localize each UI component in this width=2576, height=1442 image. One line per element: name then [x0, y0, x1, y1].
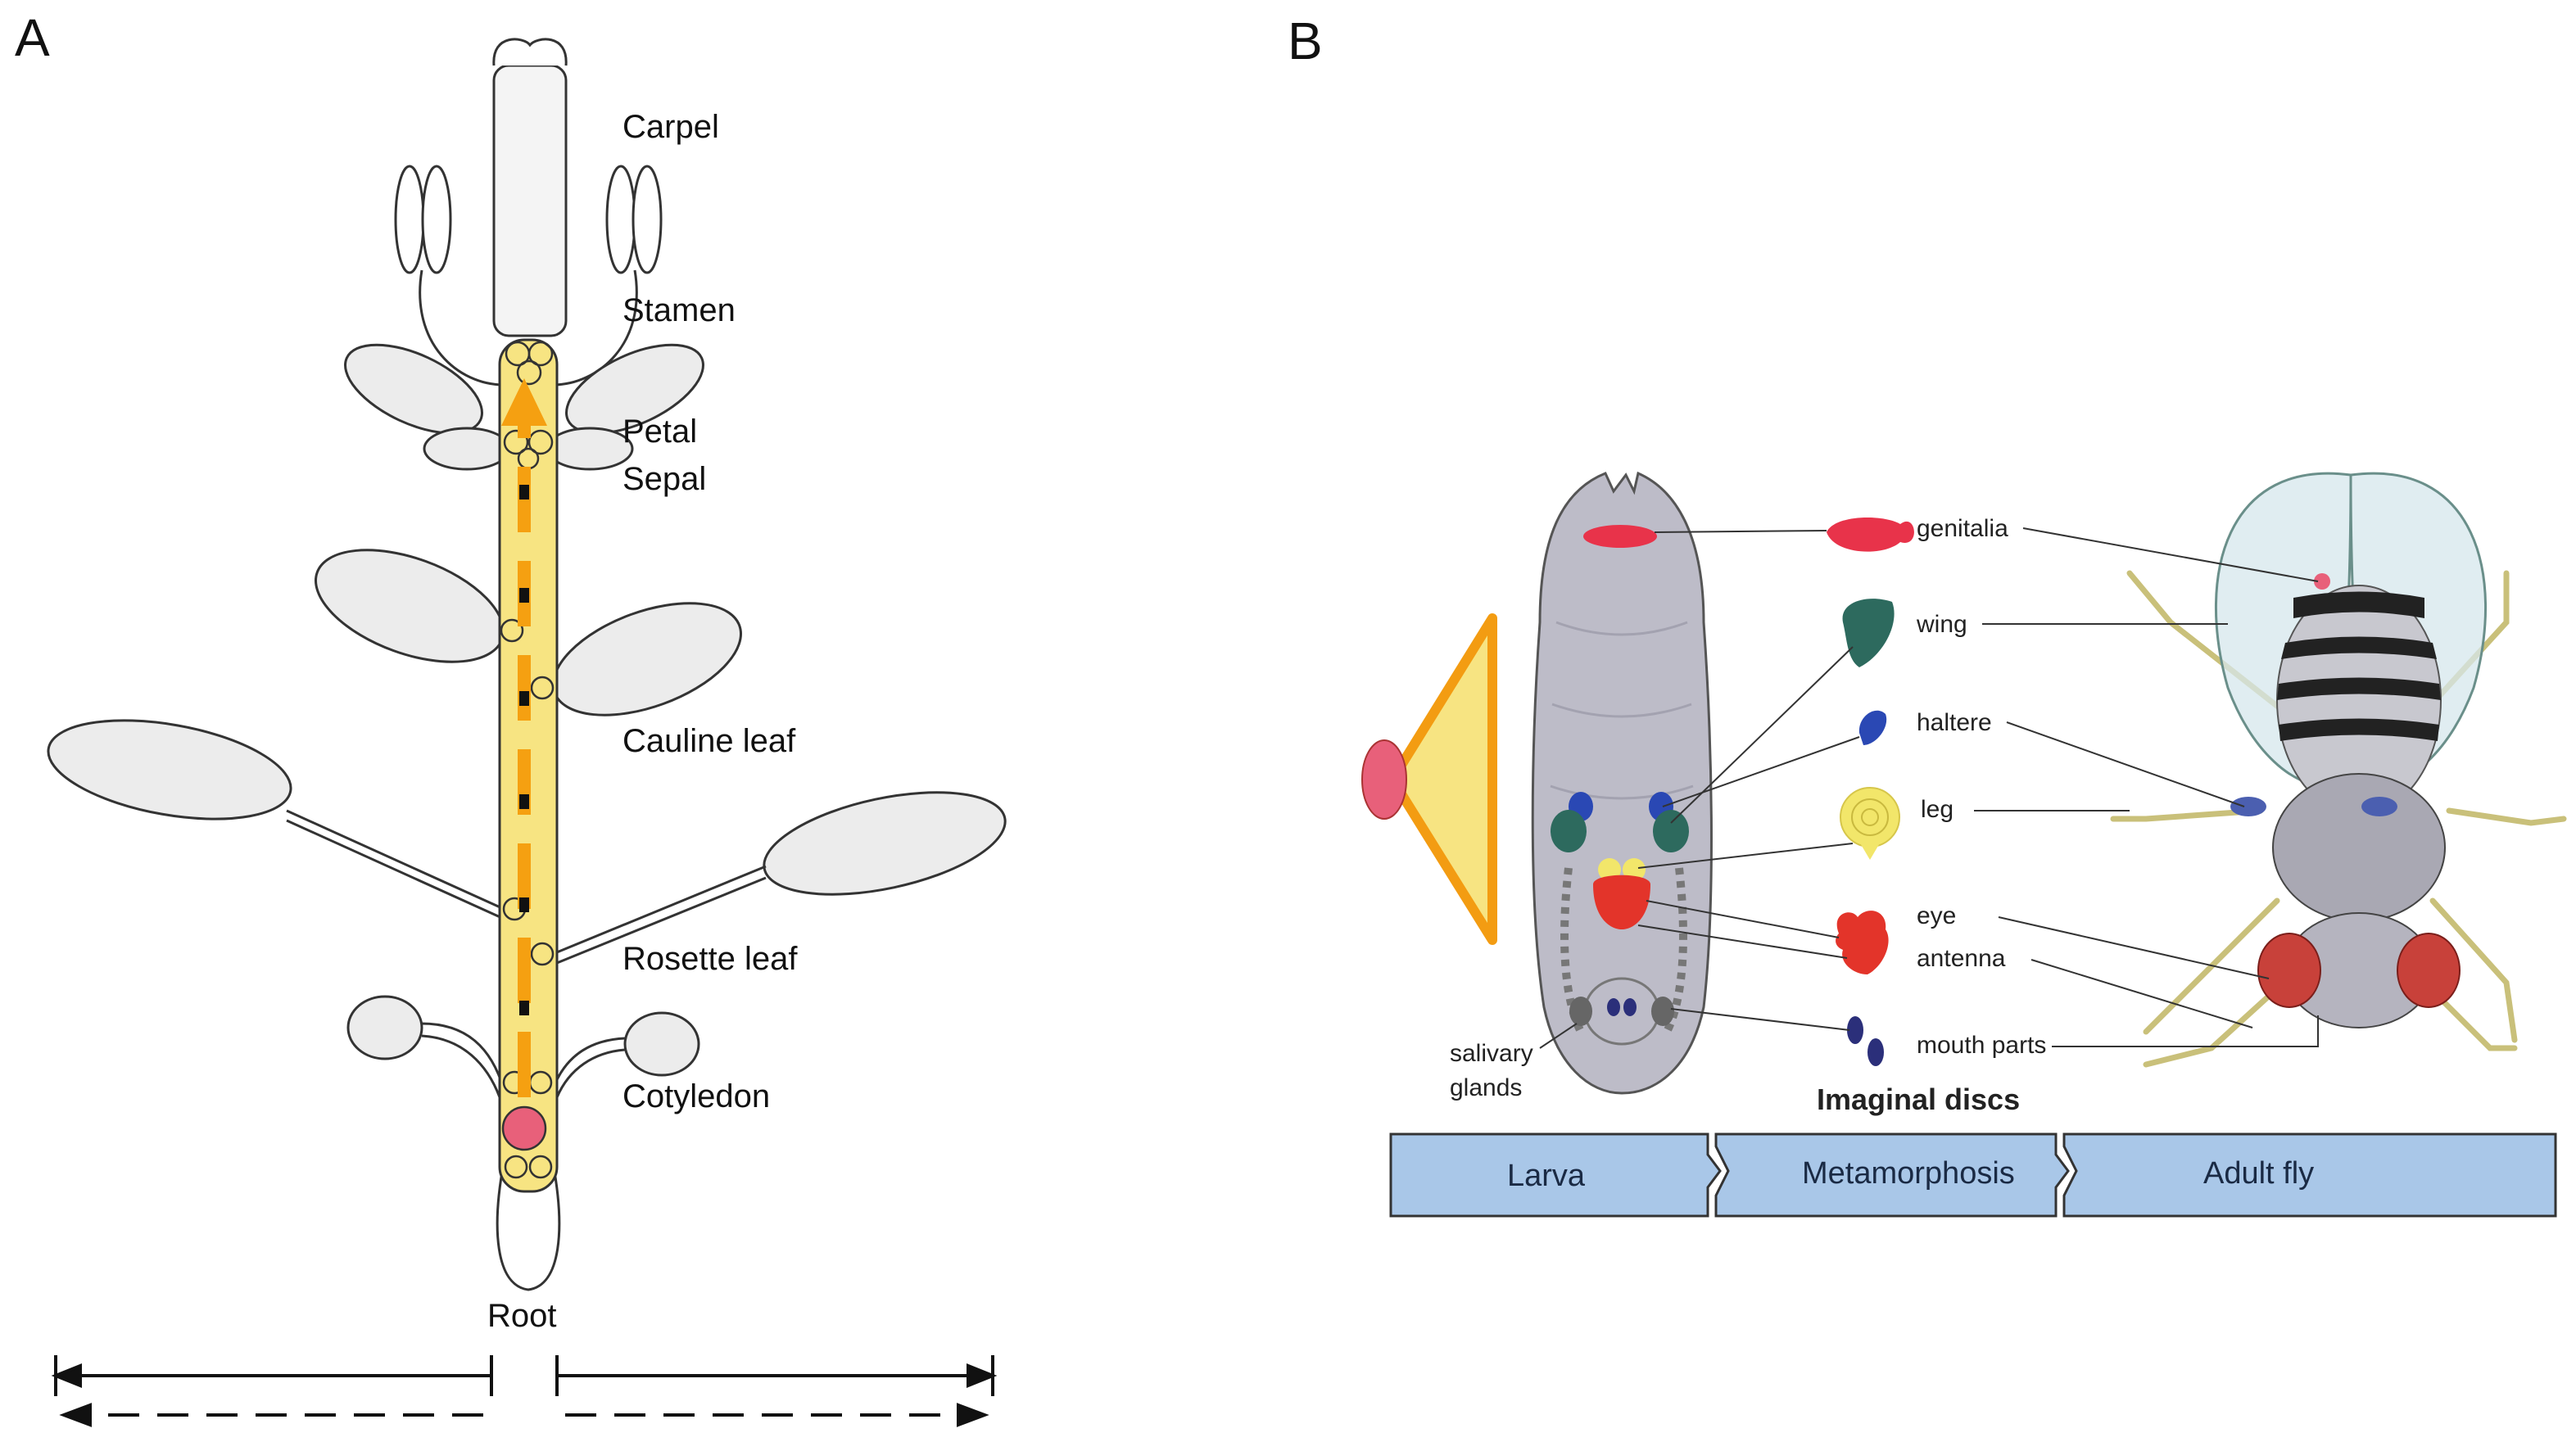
petal-right [565, 343, 704, 435]
fly-haltere-left [2230, 797, 2266, 816]
disc-leg [1840, 787, 1900, 860]
fly-stripes [2277, 591, 2441, 741]
label-petal: Petal [622, 414, 697, 450]
rosette-leaf-left [47, 719, 292, 820]
pink-dot [501, 1105, 547, 1151]
rosette-leaf-right [763, 791, 1007, 896]
imaginal-discs-caption: Imaginal discs [1817, 1083, 2020, 1116]
cotyledon-petiole-right [551, 1037, 626, 1098]
stamen-right [552, 165, 663, 386]
magnify-pink-oval [1361, 739, 1407, 820]
label-leg: leg [1921, 796, 1954, 823]
rosette-petiole-right [552, 865, 767, 966]
label-carpel: Carpel [622, 109, 719, 145]
salivary-glands-shape [1560, 867, 1687, 1034]
sepal-left [423, 427, 511, 471]
larva-genitalia-disc [1583, 525, 1657, 548]
fly-eye-left [2257, 933, 2321, 1008]
cauline-leaf-left [315, 549, 505, 663]
disc-mouth-2 [1867, 1038, 1884, 1066]
cauline-leaf-right [552, 602, 742, 716]
label-rosette-leaf: Rosette leaf [622, 941, 798, 977]
cotyledon-left [346, 995, 423, 1060]
stage-metamorphosis [1714, 1132, 2070, 1218]
fly-thorax [2272, 773, 2446, 922]
stage-label-metamorphosis: Metamorphosis [1802, 1156, 2015, 1191]
panel-a-label: A [15, 8, 50, 67]
larva [1531, 471, 1713, 1095]
root-shape [496, 1161, 561, 1291]
fly-eye-right [2397, 933, 2461, 1008]
label-wing: wing [1916, 611, 1967, 638]
stage-label-adult-fly: Adult fly [2203, 1156, 2314, 1191]
cotyledon-petiole-left [421, 1022, 505, 1098]
label-eye: eye [1917, 902, 1956, 929]
label-mouth-parts: mouth parts [1917, 1032, 2046, 1059]
orange-arrowhead [501, 378, 547, 426]
label-glands: glands [1450, 1074, 1522, 1101]
stage-bar [1389, 1132, 2557, 1218]
label-sepal: Sepal [622, 461, 706, 497]
label-root: Root [487, 1298, 557, 1334]
disc-genitalia [1827, 517, 1914, 552]
label-stamen: Stamen [622, 292, 736, 328]
sepal-right [546, 427, 634, 471]
disc-eye-antenna [1836, 911, 1889, 974]
label-genitalia: genitalia [1917, 515, 2008, 542]
imaginal-discs [1827, 517, 1914, 1066]
disc-mouth-1 [1847, 1016, 1863, 1044]
cotyledon-right [623, 1011, 700, 1077]
carpel-shape [492, 64, 568, 337]
fly-haltere-right [2361, 797, 2397, 816]
label-cauline-leaf: Cauline leaf [622, 723, 796, 759]
stigma-shape [492, 38, 568, 66]
disc-wing [1842, 599, 1895, 667]
stamen-left [394, 165, 505, 386]
stage-adult [2062, 1132, 2557, 1218]
disc-haltere [1858, 710, 1887, 745]
label-antenna: antenna [1917, 945, 2006, 972]
fly-connectors [1974, 527, 2319, 1047]
label-cotyledon: Cotyledon [622, 1078, 770, 1114]
petal-left [344, 343, 483, 435]
stage-label-larva: Larva [1507, 1159, 1586, 1193]
fly-genitalia-spot [2314, 573, 2330, 590]
panel-b-label: B [1288, 11, 1323, 70]
rosette-petiole-left [286, 809, 505, 920]
plant-diagram [47, 38, 1007, 1291]
magnify-cone [1388, 613, 1497, 945]
stage-larva [1389, 1132, 1722, 1218]
label-haltere: haltere [1917, 709, 1992, 736]
disc-connectors [1539, 530, 1860, 1049]
adult-fly [2110, 472, 2567, 1068]
bottom-arrows [51, 1355, 998, 1427]
label-salivary: salivary [1450, 1040, 1533, 1067]
